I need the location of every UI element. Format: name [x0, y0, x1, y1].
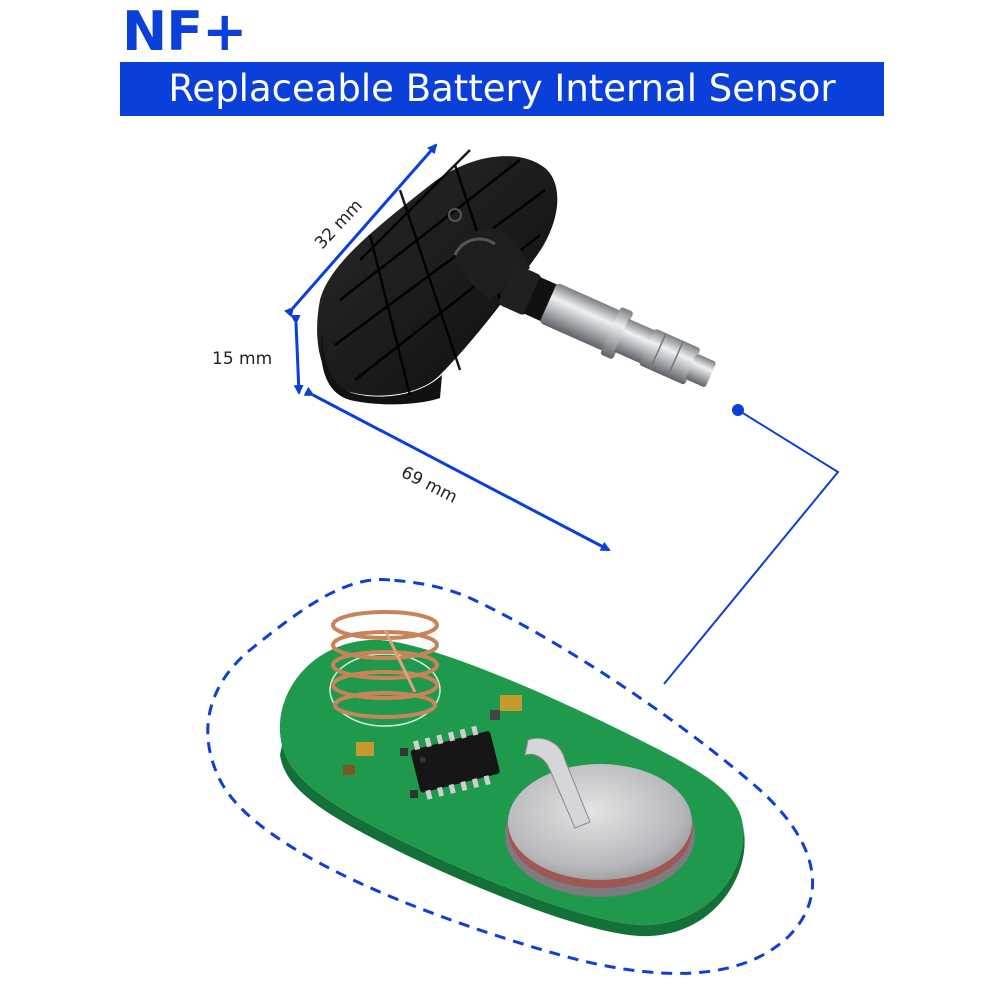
subtitle-banner: Replaceable Battery Internal Sensor [120, 62, 884, 116]
dimension-label-height: 15 mm [212, 349, 272, 369]
subtitle-text: Replaceable Battery Internal Sensor [168, 67, 836, 110]
callout-connector [663, 404, 840, 685]
dimension-arrow-icon [303, 386, 611, 552]
pcb-board-image [279, 610, 745, 937]
dimension-arrow-icon [283, 143, 438, 318]
valve-stem-image [498, 265, 716, 387]
dimension-label-width: 69 mm [398, 463, 461, 508]
brand-title: NF+ [122, 0, 247, 63]
dimension-arrow-icon [290, 314, 304, 395]
dimension-lines [283, 143, 611, 552]
dimension-label-length: 32 mm [311, 196, 367, 254]
